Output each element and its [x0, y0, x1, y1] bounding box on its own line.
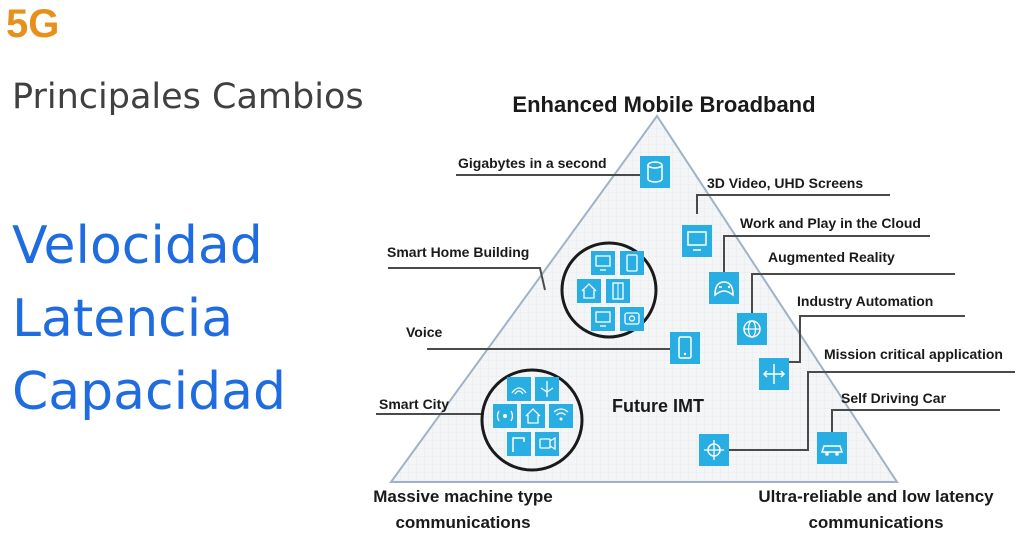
bottom-left-label-line1: Massive machine type [373, 487, 553, 506]
page-title: 5G [6, 2, 60, 46]
database-icon [640, 156, 670, 188]
bottom-left-label-line2: communications [395, 513, 530, 532]
camera-icon [535, 432, 559, 456]
page-subtitle: Principales Cambios [12, 77, 364, 117]
label-self-driving-car: Self Driving Car [841, 390, 947, 406]
tv-icon [591, 251, 615, 275]
monitor-icon [682, 225, 712, 257]
label-smart-city: Smart City [379, 396, 449, 412]
webcam-icon [620, 307, 644, 331]
gamepad-icon [709, 272, 739, 304]
antenna-icon [535, 377, 559, 401]
bottom-right-label-line2: communications [808, 513, 943, 532]
label-3d-video: 3D Video, UHD Screens [707, 175, 863, 191]
smart-city-icons [493, 377, 573, 456]
globe-icon [737, 313, 767, 345]
arrows-icon [759, 358, 789, 390]
top-vertex-label: Enhanced Mobile Broadband [512, 92, 815, 117]
wifi-icon [493, 404, 517, 428]
smart-home-circle [560, 241, 658, 339]
building-icon [606, 279, 630, 303]
tablet-icon [670, 332, 700, 364]
crosshair-icon [699, 434, 729, 466]
label-voice: Voice [406, 324, 443, 340]
smart-city-circle [480, 368, 584, 472]
home-icon [577, 279, 601, 303]
label-augmented-reality: Augmented Reality [768, 249, 895, 265]
wifi-signal-icon [549, 404, 573, 428]
topic-latencia: Latencia [12, 289, 234, 349]
phone-icon [620, 251, 644, 275]
label-industry-automation: Industry Automation [797, 293, 933, 309]
signal-icon [507, 377, 531, 401]
label-cloud: Work and Play in the Cloud [740, 215, 921, 231]
home-icon [521, 404, 545, 428]
label-mission-critical: Mission critical application [824, 346, 1003, 362]
streetlight-icon [507, 432, 531, 456]
label-gigabytes: Gigabytes in a second [458, 155, 607, 171]
car-icon [817, 432, 847, 464]
monitor-icon [591, 307, 615, 331]
topic-velocidad: Velocidad [12, 216, 263, 276]
topic-list: Velocidad Latencia Capacidad [12, 210, 286, 429]
smart-home-icons [577, 251, 644, 331]
topic-capacidad: Capacidad [12, 362, 286, 422]
leader-lines [376, 174, 1015, 451]
label-smart-home: Smart Home Building [387, 244, 529, 260]
bottom-right-label-line1: Ultra-reliable and low latency [758, 487, 994, 506]
center-label: Future IMT [612, 396, 704, 416]
